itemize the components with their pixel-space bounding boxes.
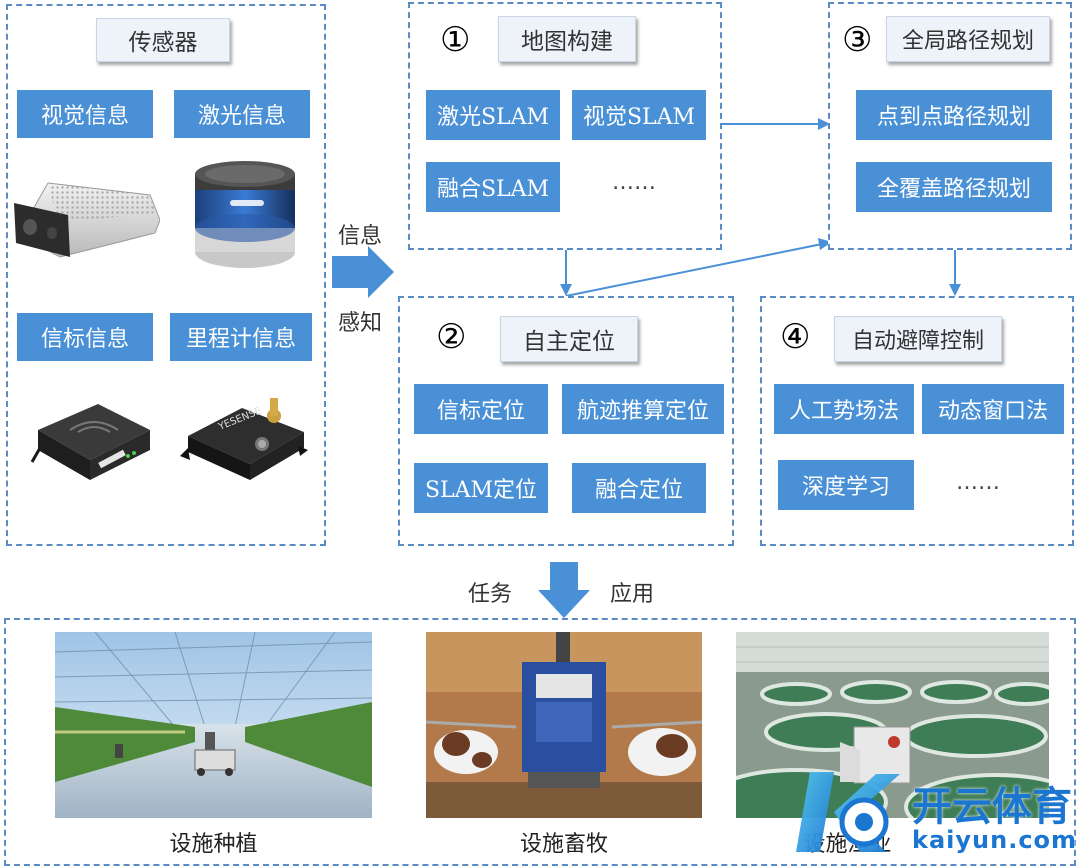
avoidance-title: 自动避障控制 (834, 316, 1002, 362)
watermark-brand: 开云体育 (912, 784, 1072, 830)
info-perception-arrow (332, 246, 394, 298)
watermark-url: kaiyun.com (912, 826, 1078, 854)
mapping-title: 地图构建 (498, 16, 636, 62)
beacon-localization: 信标定位 (414, 384, 548, 434)
artificial-potential-field: 人工势场法 (774, 384, 914, 434)
full-coverage-planning: 全覆盖路径规划 (856, 162, 1052, 212)
laser-slam: 激光SLAM (426, 90, 560, 140)
avoidance-number: ④ (780, 317, 811, 357)
mapping-more: …… (612, 170, 656, 195)
localization-title: 自主定位 (500, 316, 638, 362)
localization-number: ② (436, 317, 467, 357)
beacon-image (30, 404, 150, 480)
mapping-number: ① (440, 20, 471, 60)
livestock-photo (426, 632, 702, 818)
perception-label: 感知 (338, 311, 383, 336)
sensor-odometer: 里程计信息 (170, 313, 312, 361)
visual-slam: 视觉SLAM (572, 90, 706, 140)
fusion-localization: 融合定位 (572, 463, 706, 513)
kaiyun-logo-icon (796, 772, 900, 852)
dead-reckoning-localization: 航迹推算定位 (562, 384, 724, 434)
sensor-title: 传感器 (96, 18, 230, 62)
task-application-arrow (538, 562, 590, 618)
lidar-image (195, 161, 295, 268)
planning-number: ③ (842, 20, 873, 60)
livestock-caption: 设施畜牧 (519, 832, 608, 857)
fusion-slam: 融合SLAM (426, 162, 560, 212)
avoidance-more: …… (956, 470, 1000, 495)
sensor-visual: 视觉信息 (17, 90, 153, 138)
sensor-beacon: 信标信息 (17, 313, 153, 361)
greenhouse-planting-photo (55, 632, 372, 818)
application-label: 应用 (610, 582, 655, 607)
sensor-laser: 激光信息 (174, 90, 310, 138)
deep-learning: 深度学习 (778, 460, 914, 510)
point-to-point-planning: 点到点路径规划 (856, 90, 1052, 140)
slam-localization: SLAM定位 (414, 463, 548, 513)
dynamic-window: 动态窗口法 (922, 384, 1064, 434)
info-label: 信息 (338, 224, 383, 249)
task-label: 任务 (468, 582, 513, 607)
imu-image: YESENSE (180, 398, 308, 480)
greenhouse-planting-caption: 设施种植 (169, 832, 258, 857)
depth-camera-image (14, 182, 160, 258)
planning-title: 全局路径规划 (886, 16, 1050, 62)
aquaculture-photo (736, 632, 1049, 818)
